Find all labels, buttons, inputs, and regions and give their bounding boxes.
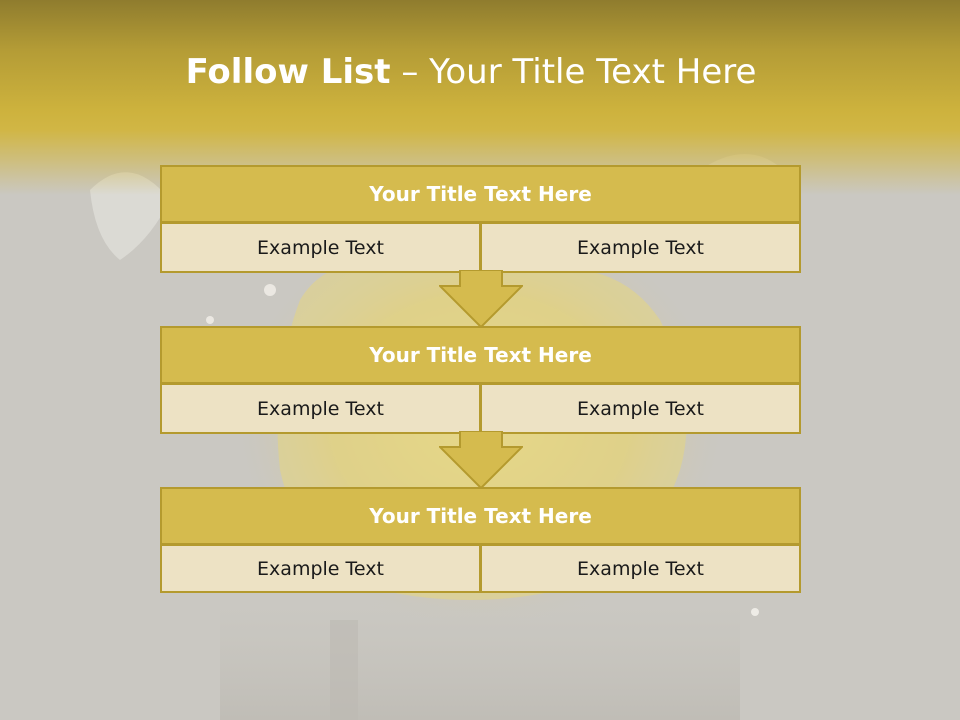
block-2-right-text: Example Text [480, 383, 801, 434]
block-1-title: Your Title Text Here [160, 165, 801, 223]
down-arrow-icon [439, 431, 523, 489]
follow-list-block-1: Your Title Text Here Example Text Exampl… [160, 165, 801, 273]
follow-list-block-3: Your Title Text Here Example Text Exampl… [160, 487, 801, 593]
block-1-left-text: Example Text [160, 222, 481, 273]
block-2-left-text: Example Text [160, 383, 481, 434]
block-2-title: Your Title Text Here [160, 326, 801, 384]
block-3-title: Your Title Text Here [160, 487, 801, 545]
down-arrow-icon [439, 270, 523, 328]
slide-title-rest: – Your Title Text Here [390, 52, 757, 92]
header-band [0, 0, 960, 195]
block-1-right-text: Example Text [480, 222, 801, 273]
block-3-left-text: Example Text [160, 544, 481, 593]
slide-title: Follow List – Your Title Text Here [0, 52, 942, 92]
follow-list-block-2: Your Title Text Here Example Text Exampl… [160, 326, 801, 434]
slide-title-strong: Follow List [185, 52, 391, 92]
block-3-right-text: Example Text [480, 544, 801, 593]
